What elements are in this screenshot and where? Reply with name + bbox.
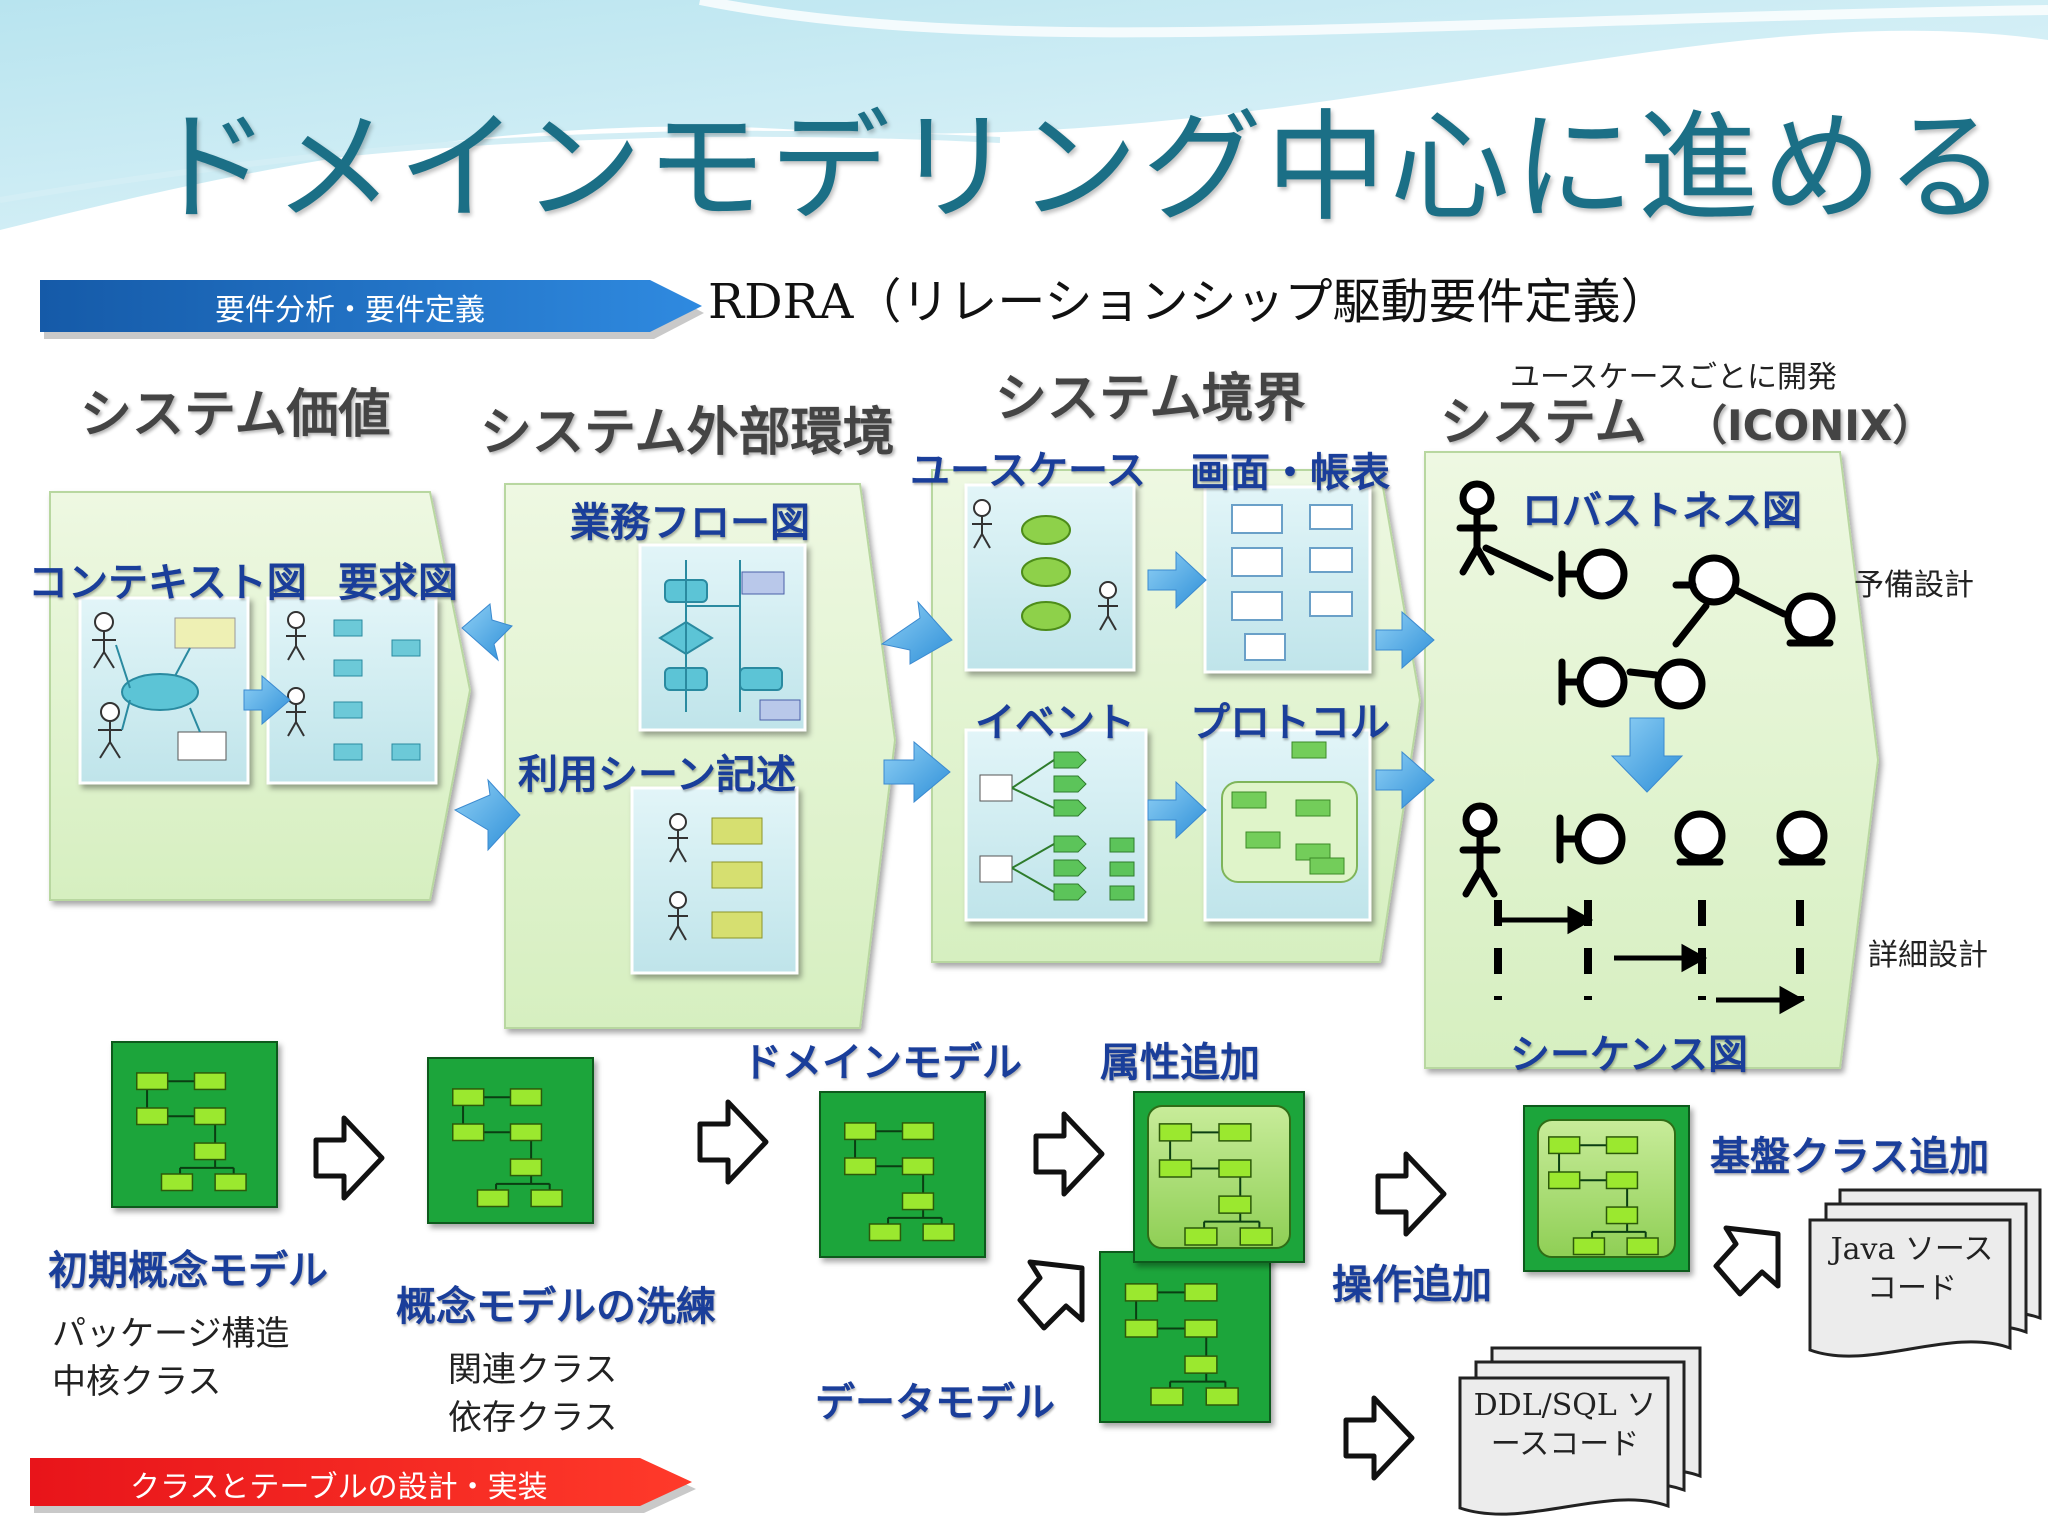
label-requirements-diagram: 要求図 — [338, 560, 458, 606]
label-refine-model: 概念モデルの洗練 — [396, 1284, 716, 1330]
model-initial — [111, 1041, 278, 1208]
iconix-note: ユースケースごとに開発 — [1510, 360, 1837, 395]
requirements-banner: 要件分析・要件定義 — [215, 293, 485, 328]
page-title: ドメインモデリング中心に進める — [150, 99, 2010, 238]
model-data — [1099, 1251, 1271, 1423]
sql-source-doc: DDL/SQL ソースコード — [1473, 1388, 1657, 1462]
rdra-label: RDRA（リレーションシップ駆動要件定義） — [708, 274, 1669, 330]
section-system-boundary: システム境界 — [995, 369, 1306, 429]
note-related-class: 関連クラス — [448, 1350, 618, 1390]
label-business-flow: 業務フロー図 — [570, 500, 810, 546]
section-system-value: システム価値 — [80, 385, 391, 445]
label-context-diagram: コンテキスト図 — [28, 560, 307, 606]
label-preliminary-design: 予備設計 — [1854, 568, 1974, 603]
label-protocol: プロトコル — [1190, 700, 1390, 746]
java-source-doc: Java ソースコード — [1830, 1232, 1994, 1306]
section-external-env: システム外部環境 — [480, 403, 895, 463]
label-data-model: データモデル — [815, 1380, 1055, 1426]
label-base-class-add: 基盤クラス追加 — [1710, 1134, 1990, 1180]
section-system: システム — [1440, 393, 1647, 453]
note-dependent-class: 依存クラス — [448, 1398, 618, 1438]
label-domain-model: ドメインモデル — [742, 1040, 1022, 1086]
label-initial-model: 初期概念モデル — [48, 1248, 328, 1294]
label-usage-scene: 利用シーン記述 — [518, 752, 796, 798]
implementation-banner: クラスとテーブルの設計・実装 — [130, 1470, 548, 1505]
label-detailed-design: 詳細設計 — [1868, 938, 1988, 973]
model-domain — [819, 1091, 986, 1258]
label-event: イベント — [975, 700, 1135, 746]
model-base-class — [1523, 1105, 1690, 1272]
label-robustness: ロバストネス図 — [1522, 488, 1802, 534]
label-operation-add: 操作追加 — [1332, 1262, 1492, 1308]
model-refined — [427, 1057, 594, 1224]
label-attribute-add: 属性追加 — [1100, 1040, 1260, 1086]
note-package-structure: パッケージ構造 — [52, 1314, 290, 1354]
label-sequence: シーケンス図 — [1510, 1032, 1748, 1078]
label-screen-report: 画面・帳表 — [1190, 450, 1390, 496]
label-usecase: ユースケース — [910, 448, 1146, 494]
iconix-label: （ICONIX） — [1685, 401, 1935, 450]
note-core-class: 中核クラス — [52, 1362, 222, 1402]
model-attributes — [1133, 1091, 1305, 1263]
